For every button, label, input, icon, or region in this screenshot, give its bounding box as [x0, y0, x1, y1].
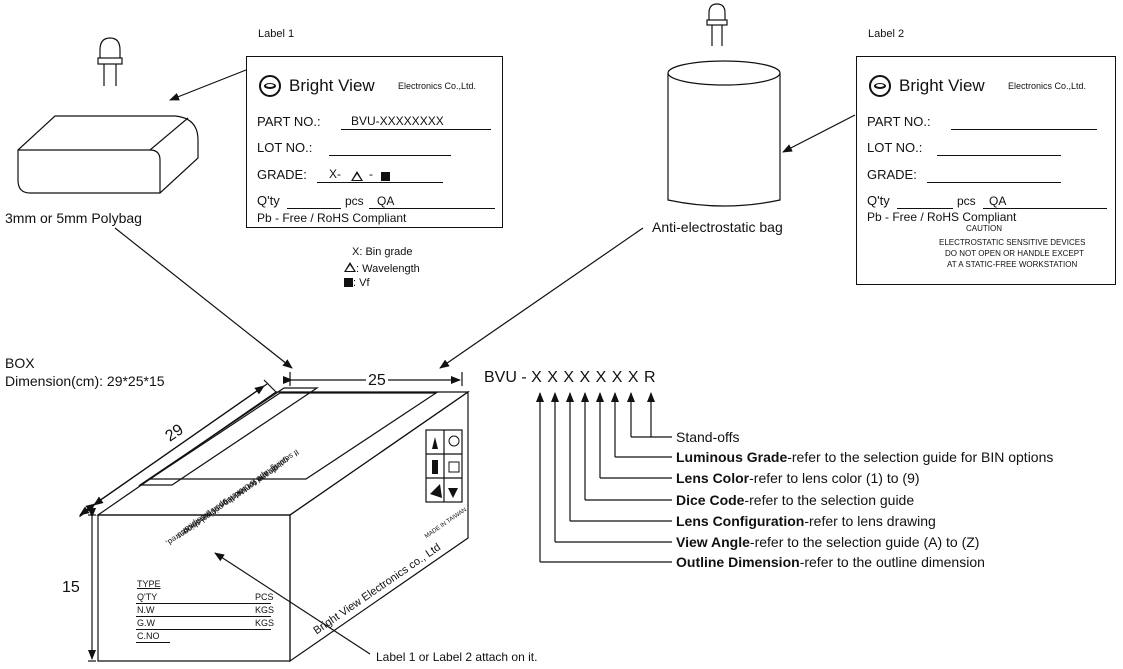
led-icon-1: [97, 37, 123, 86]
code-item-outline-dimension: Outline Dimension-refer to the outline d…: [676, 554, 985, 570]
label1-brand: Bright View: [289, 76, 375, 95]
label2-lot-no-label: LOT NO.:: [867, 140, 923, 155]
box-field-qty-unit: PCS: [255, 592, 274, 602]
box-dimension: Dimension(cm): 29*25*15: [5, 373, 165, 389]
handling-glyphs: [430, 435, 460, 498]
legend-x: X: Bin grade: [352, 246, 413, 258]
polybag-shape: [17, 115, 199, 194]
label2-grade-label: GRADE:: [867, 167, 917, 182]
label2-brand: Bright View: [899, 76, 985, 95]
legend-wavelength-text: : Wavelength: [356, 263, 420, 275]
polybag-caption: 3mm or 5mm Polybag: [5, 210, 142, 226]
box-title: BOX: [5, 355, 35, 371]
label2-card: Bright View Electronics Co.,Ltd. PART NO…: [856, 56, 1116, 285]
code-item-standoffs: Stand-offs: [676, 429, 740, 445]
label1-part-no-value: BVU-XXXXXXXX: [351, 114, 444, 128]
label1-card: Bright View Electronics Co.,Ltd. PART NO…: [246, 56, 503, 228]
label1-qty-label: Q'ty: [257, 193, 280, 208]
label2-caption: Label 2: [868, 28, 905, 40]
brand-logo-icon-2: [869, 75, 891, 97]
label1-caption: Label 1: [258, 28, 295, 40]
part-code-chars: X X X X X X X R: [531, 369, 656, 386]
box-field-nw: N.W: [137, 605, 155, 615]
wavelength-triangle-icon: [351, 169, 363, 185]
box-attach-note: Label 1 or Label 2 attach on it.: [376, 650, 538, 664]
code-item-dice-code: Dice Code-refer to the selection guide: [676, 492, 915, 508]
code-item-luminous-grade: Luminous Grade-refer to the selection gu…: [676, 449, 1054, 465]
box-field-type: TYPE: [137, 579, 161, 589]
antistatic-bag-shape: [667, 60, 781, 207]
label1-company: Electronics Co.,Ltd.: [398, 81, 477, 91]
box-field-cno: C.NO: [137, 631, 160, 641]
code-item-lens-configuration: Lens Configuration-refer to lens drawing: [676, 513, 936, 529]
part-code: BVU - X X X X X X X R: [484, 370, 656, 386]
code-arrows: [536, 392, 672, 563]
box-field-nw-unit: KGS: [255, 605, 275, 615]
legend-wavelength: : Wavelength: [344, 262, 420, 275]
label1-lot-no-label: LOT NO.:: [257, 140, 313, 155]
legend-vf-text: : Vf: [353, 277, 370, 289]
label2-esd-line3: AT A STATIC-FREE WORKSTATION: [947, 260, 1078, 269]
label2-esd-line1: ELECTROSTATIC SENSITIVE DEVICES: [939, 238, 1086, 247]
label2-part-no-label: PART NO.:: [867, 114, 931, 129]
label1-footer: Pb - Free / RoHS Compliant: [257, 211, 407, 225]
brand-logo-icon: [259, 75, 281, 97]
code-item-view-angle: View Angle-refer to the selection guide …: [676, 534, 980, 550]
handling-icons: [425, 429, 463, 503]
box-field-gw: G.W: [137, 618, 155, 628]
box-field-gw-unit: KGS: [255, 618, 275, 628]
legend-square-icon: [344, 278, 353, 287]
antistatic-caption: Anti-electrostatic bag: [652, 219, 783, 235]
code-item-lens-color: Lens Color-refer to lens color (1) to (9…: [676, 470, 920, 486]
label2-company: Electronics Co.,Ltd.: [1008, 81, 1087, 91]
label1-grade-x: X-: [329, 167, 341, 181]
label2-footer: Pb - Free / RoHS Compliant: [867, 210, 1017, 224]
part-code-prefix: BVU -: [484, 369, 532, 386]
led-icon-2: [706, 3, 728, 46]
label2-caution: CAUTION: [966, 224, 1002, 233]
label1-part-no-label: PART NO.:: [257, 114, 321, 129]
box-dim-height: 15: [62, 579, 80, 596]
label2-esd-line2: DO NOT OPEN OR HANDLE EXCEPT: [945, 249, 1084, 258]
label1-pcs-label: pcs: [345, 194, 364, 208]
label2-pcs-label: pcs: [957, 194, 976, 208]
label1-qa-label: QA: [377, 194, 395, 208]
label2-qa-label: QA: [989, 194, 1007, 208]
label1-grade-label: GRADE:: [257, 167, 307, 182]
label1-grade-dash: -: [369, 167, 373, 181]
box-dim-width: 25: [366, 372, 388, 389]
label2-qty-label: Q'ty: [867, 193, 890, 208]
vf-square-icon: [381, 168, 390, 184]
legend-triangle-icon: [344, 262, 356, 272]
box-field-qty: Q'TY: [137, 592, 158, 602]
legend-vf: : Vf: [344, 278, 370, 289]
dim-29: [79, 379, 277, 518]
